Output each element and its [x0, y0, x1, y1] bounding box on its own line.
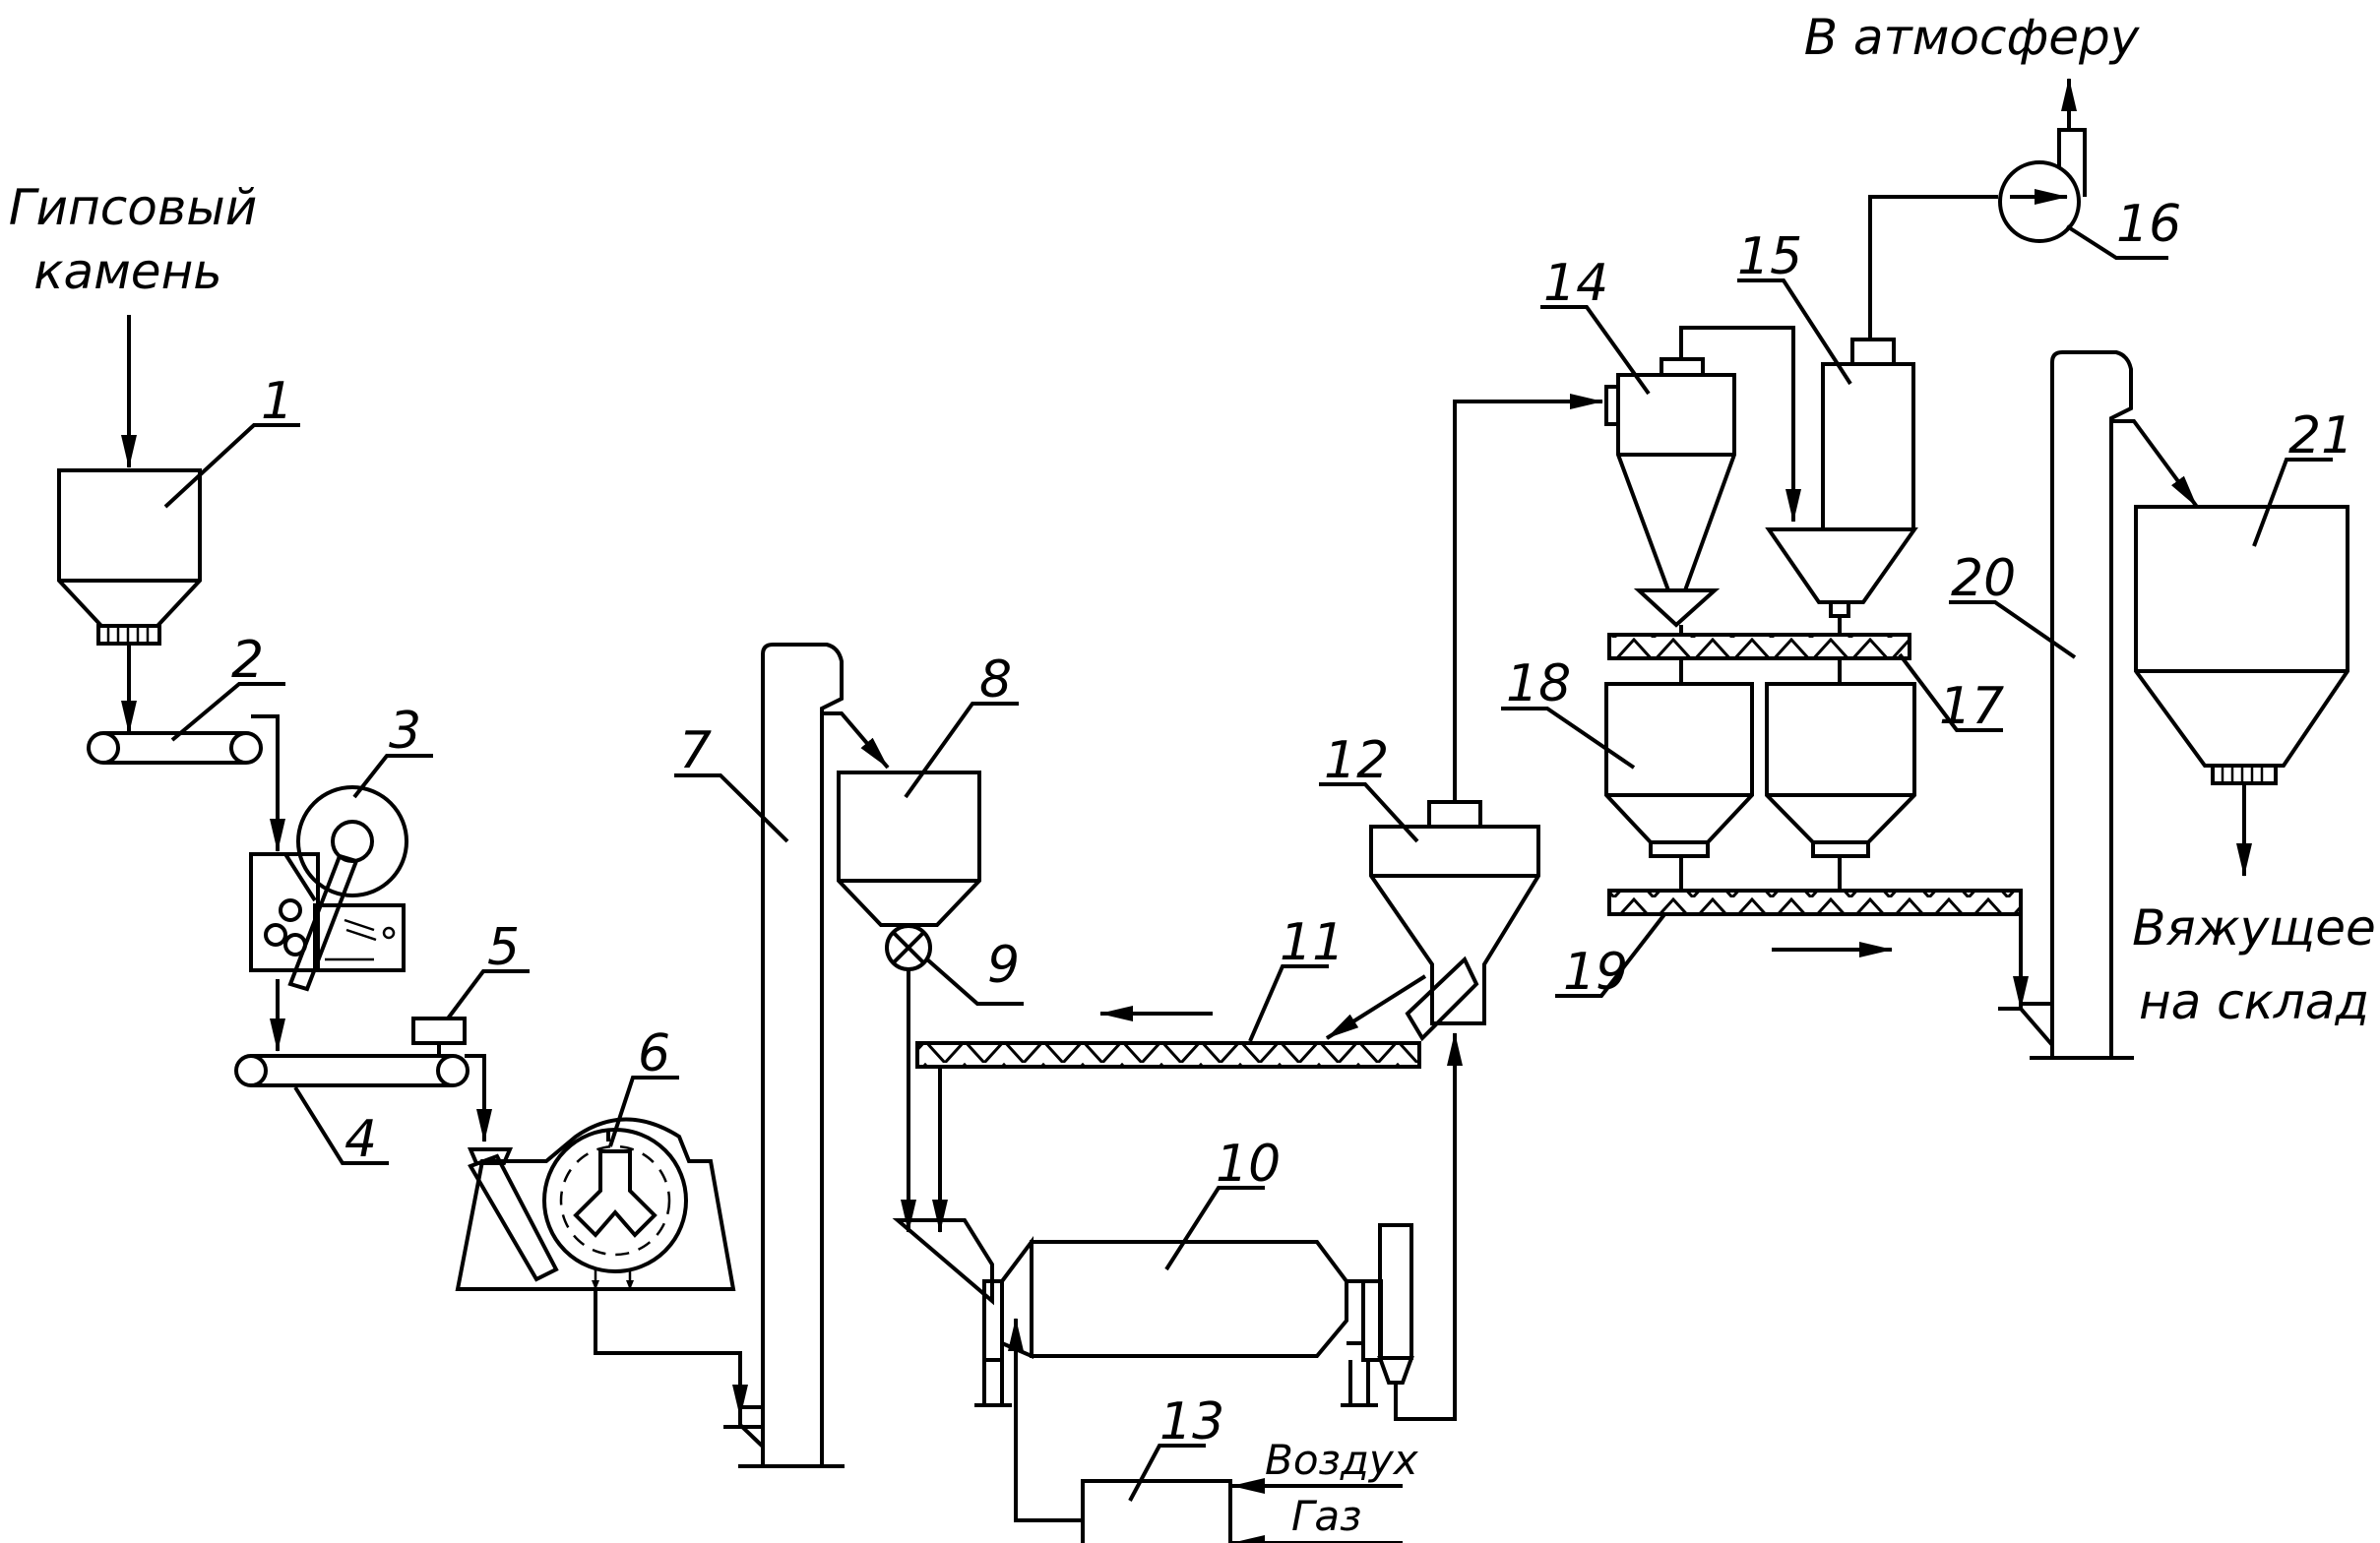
hopper-1 — [57, 468, 202, 646]
label-16: 16 — [2116, 195, 2181, 254]
label-17: 17 — [1939, 677, 2004, 736]
crusher-3 — [249, 785, 408, 992]
cyclone-14 — [1604, 357, 1736, 628]
label-13: 13 — [1159, 1392, 1224, 1451]
gypsum-stone-label-line1: Гипсовый — [9, 179, 258, 236]
label-2: 2 — [231, 631, 264, 690]
label-11: 11 — [1280, 913, 1345, 972]
label-5: 5 — [487, 918, 520, 977]
label-14: 14 — [1543, 254, 1608, 313]
air-label: Воздух — [1265, 1436, 1419, 1484]
gypsum-stone-label-line2: камень — [33, 243, 221, 300]
label-15: 15 — [1737, 227, 1802, 286]
label-18: 18 — [1506, 654, 1571, 713]
hammer-mill-6 — [455, 1117, 736, 1291]
bag-filter-15 — [1765, 338, 1918, 618]
furnace-13 — [1081, 1479, 1232, 1543]
label-7: 7 — [679, 721, 712, 780]
silo-18a — [1604, 682, 1754, 858]
screw-conveyor-19 — [1607, 889, 2023, 916]
label-4: 4 — [344, 1110, 377, 1169]
binder-label-line2: на склад — [2139, 973, 2369, 1030]
label-8: 8 — [979, 650, 1012, 710]
binder-label-line1: Вяжущее — [2132, 899, 2376, 957]
label-12: 12 — [1324, 731, 1389, 790]
label-1: 1 — [261, 372, 293, 431]
drying-drum-10 — [892, 1218, 1414, 1407]
bucket-elevator-7 — [723, 643, 845, 1468]
screw-conveyor-11 — [915, 1041, 1421, 1069]
label-9: 9 — [987, 936, 1020, 995]
belt-conveyor-2 — [87, 731, 263, 765]
label-21: 21 — [2288, 406, 2353, 465]
magnetic-separator-5 — [411, 1017, 467, 1056]
bucket-elevator-20 — [1998, 350, 2134, 1060]
label-20: 20 — [1951, 549, 2016, 608]
gas-label: Газ — [1291, 1492, 1361, 1540]
label-6: 6 — [638, 1024, 670, 1083]
label-10: 10 — [1216, 1135, 1281, 1194]
hopper-8 — [837, 771, 981, 927]
silo-18b — [1765, 682, 1916, 858]
cyclone-12 — [1369, 800, 1540, 1042]
rotary-feeder-9 — [885, 924, 932, 971]
belt-conveyor-4 — [234, 1054, 470, 1087]
atmosphere-label: В атмосферу — [1804, 9, 2141, 66]
exhaust-fan-16 — [1998, 128, 2087, 243]
screw-conveyor-17 — [1607, 633, 1911, 660]
hopper-21 — [2134, 505, 2349, 785]
label-3: 3 — [389, 702, 421, 761]
